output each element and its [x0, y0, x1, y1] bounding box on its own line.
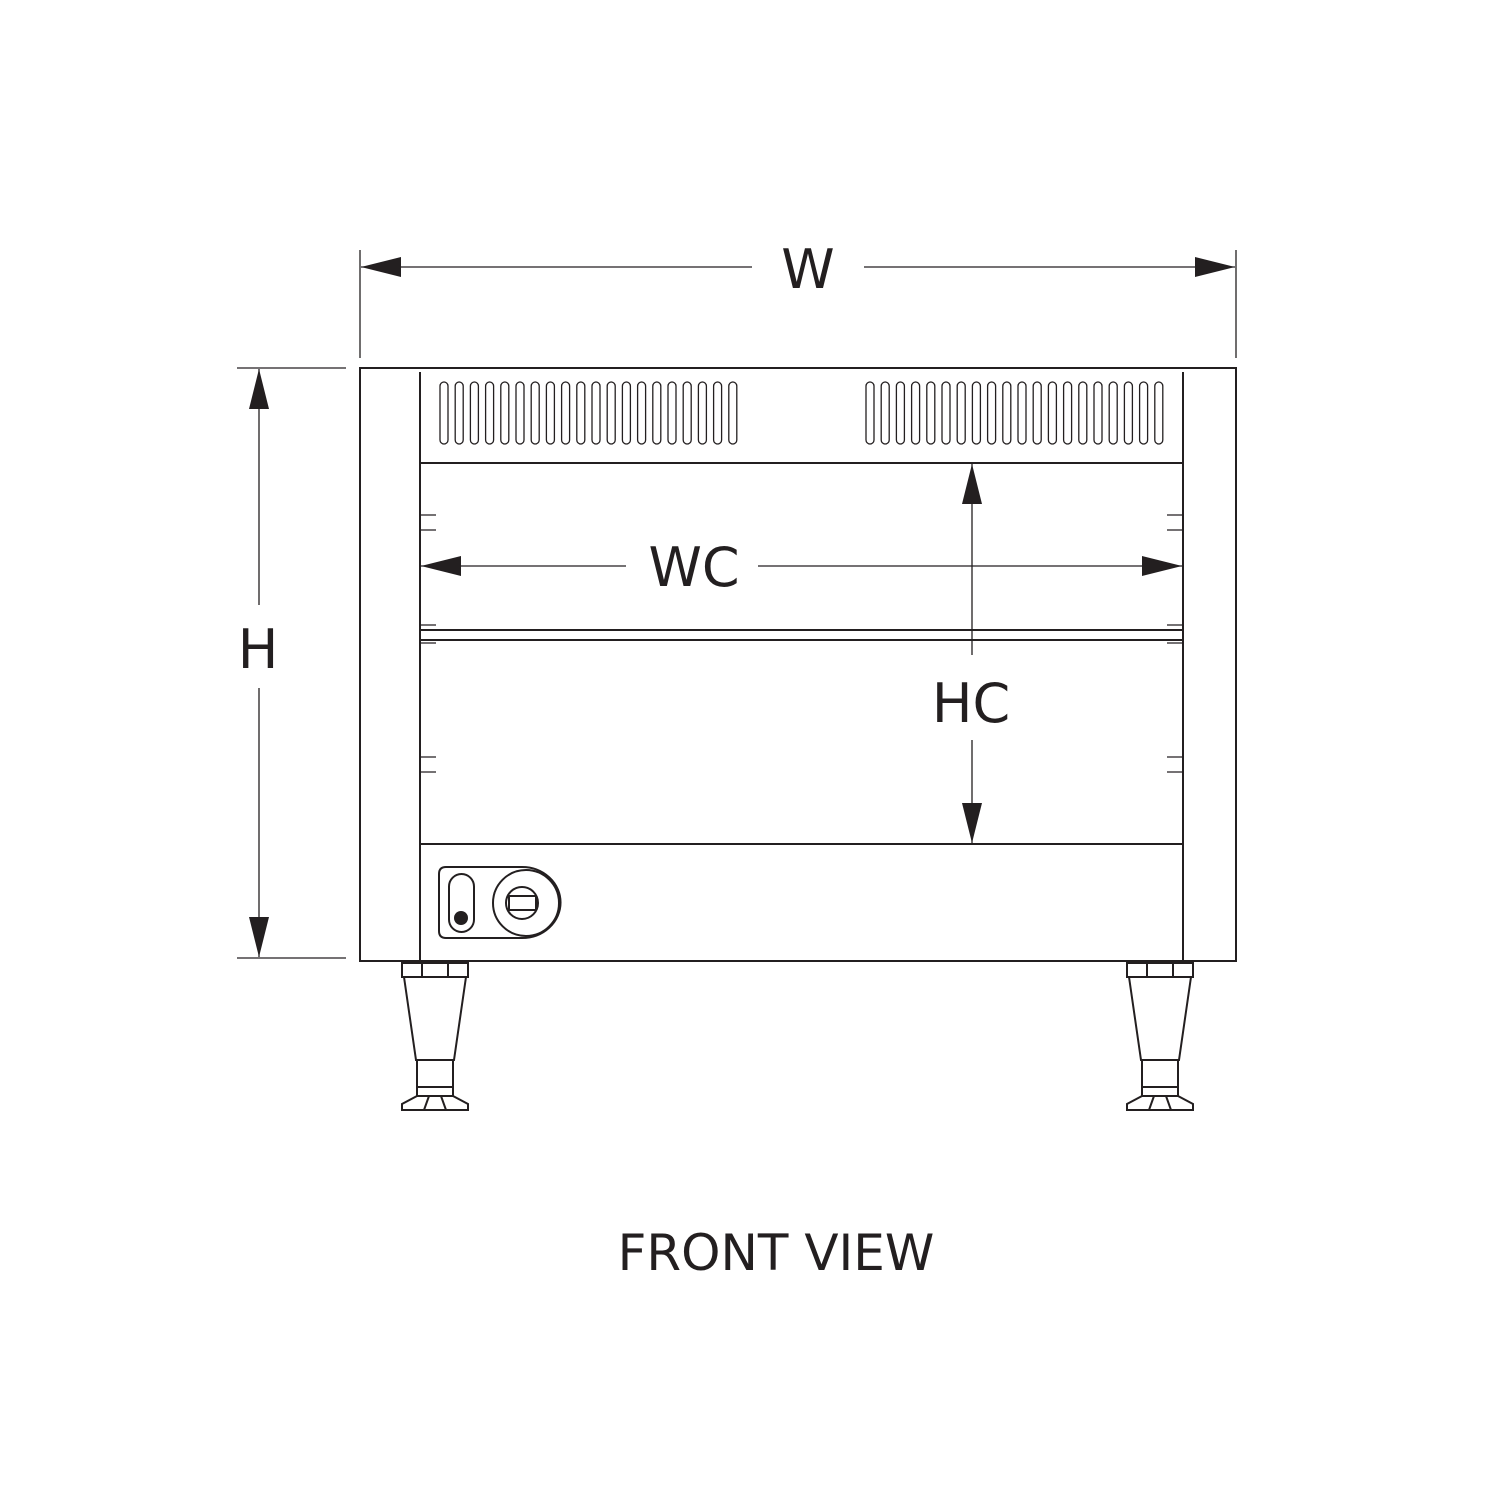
vent-slot: [895, 381, 906, 445]
height-cavity-label: HC: [932, 672, 1010, 735]
vent-slot: [636, 381, 647, 445]
knob-center-icon: [505, 886, 539, 920]
vent-slot: [1047, 381, 1058, 445]
vent-slot: [454, 381, 464, 445]
vent-slot: [1154, 381, 1164, 445]
vent-slot: [697, 381, 708, 445]
leg-stem: [1141, 1059, 1179, 1088]
vent-slot: [986, 381, 997, 445]
vent-slot: [621, 381, 632, 445]
vent-slot: [591, 381, 601, 445]
vent-slots: [439, 381, 1164, 445]
vent-slot: [1017, 381, 1027, 445]
vent-slot: [500, 381, 510, 445]
vent-slot: [926, 381, 936, 445]
vent-slot: [484, 381, 495, 445]
vent-slot: [576, 381, 586, 445]
vent-slot: [865, 381, 875, 445]
vent-slot: [439, 381, 449, 445]
vent-slot: [941, 381, 951, 445]
leg-body: [403, 976, 467, 1061]
vent-slot: [1062, 381, 1073, 445]
indicator-light-icon: [454, 911, 468, 925]
vent-slot: [1138, 381, 1149, 445]
leg-body: [1128, 976, 1192, 1061]
leg-hex-facets: [421, 963, 449, 977]
vent-slot: [728, 381, 738, 445]
cabinet-outline: [359, 367, 1237, 962]
thermostat-knob[interactable]: [492, 869, 560, 937]
leg-hex-top: [401, 962, 469, 978]
knob-grip-icon: [508, 895, 537, 911]
width-cavity-label: WC: [648, 536, 739, 599]
leg-nut: [1141, 1086, 1179, 1097]
vent-slot: [1093, 381, 1103, 445]
vent-slot: [910, 381, 921, 445]
legs: [401, 962, 1194, 1111]
width-cavity-dimension: WC: [421, 536, 1182, 599]
vent-slot: [712, 381, 723, 445]
vent-slot: [1002, 381, 1012, 445]
vent-slot: [1108, 381, 1118, 445]
vent-slot: [956, 381, 966, 445]
power-switch[interactable]: [448, 873, 475, 933]
vent-slot: [515, 381, 525, 445]
vent-slot: [1032, 381, 1042, 445]
leg-hex-facets: [1146, 963, 1174, 977]
vent-slot: [560, 381, 571, 445]
view-caption: FRONT VIEW: [618, 1224, 935, 1282]
vent-slot: [971, 381, 982, 445]
height-dimension: H: [237, 367, 346, 959]
cabinet: [359, 367, 1237, 962]
leg-foot: [401, 1095, 469, 1111]
vent-slot: [530, 381, 540, 445]
vent-slot: [880, 381, 890, 445]
vent-slot: [545, 381, 556, 445]
vent-slot: [1078, 381, 1088, 445]
height-label: H: [238, 618, 279, 681]
width-dimension: W: [359, 238, 1237, 358]
vent-slot: [652, 381, 662, 445]
shelf-rail-ticks: [420, 514, 1183, 773]
vent-slot: [606, 381, 616, 445]
leveling-leg: [401, 962, 469, 1111]
height-cavity-dimension: HC: [932, 464, 1010, 843]
leg-nut: [416, 1086, 454, 1097]
vent-slot: [667, 381, 677, 445]
width-label: W: [781, 238, 834, 301]
vent-slot: [1123, 381, 1134, 445]
leg-foot: [1126, 1095, 1194, 1111]
leveling-leg: [1126, 962, 1194, 1111]
leg-stem: [416, 1059, 454, 1088]
vent-slot: [682, 381, 692, 445]
vent-slot: [469, 381, 480, 445]
leg-hex-top: [1126, 962, 1194, 978]
control-panel: [438, 866, 562, 939]
control-plate: [438, 866, 562, 939]
